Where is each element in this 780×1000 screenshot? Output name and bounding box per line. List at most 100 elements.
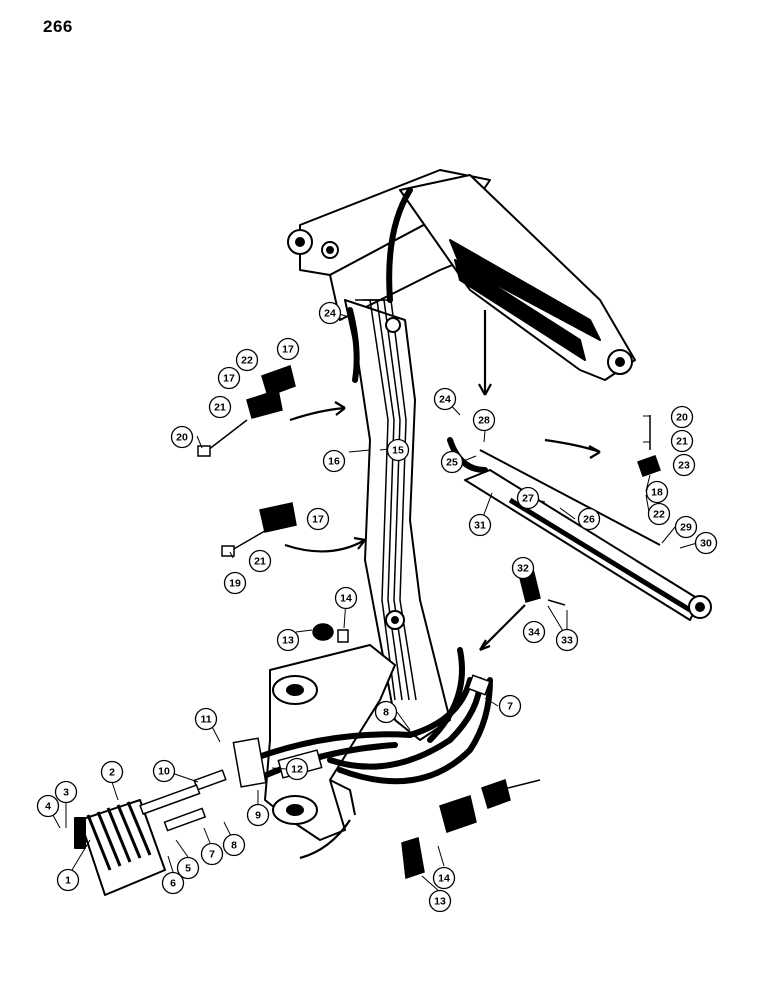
control-valve: [74, 799, 166, 896]
callout-number: 27: [522, 493, 534, 505]
callout-c20b: 20: [670, 405, 694, 429]
callout-number: 23: [678, 460, 690, 472]
callout-number: 29: [680, 522, 692, 534]
callout-c21b: 21: [248, 549, 272, 573]
callout-circle: [56, 868, 80, 892]
callout-number: 17: [312, 514, 324, 526]
callout-number: 12: [291, 764, 303, 776]
callout-c9: 9: [246, 803, 270, 827]
callout-circle: [208, 395, 232, 419]
callout-c28: 28: [472, 408, 496, 432]
hydraulic-hoses: [247, 187, 493, 785]
callout-circle: [670, 429, 694, 453]
callout-c32: 32: [511, 556, 535, 580]
clamp-parts: [197, 365, 661, 880]
swing-tower: [264, 644, 396, 841]
callout-circle: [511, 556, 535, 580]
leader-lines: [47, 313, 698, 893]
callout-c30: 30: [694, 531, 718, 555]
callout-circle: [248, 549, 272, 573]
callout-c16: 16: [322, 449, 346, 473]
callout-number: 14: [438, 873, 450, 885]
callout-circle: [555, 628, 579, 652]
flow-arrows: [284, 310, 601, 860]
callout-c33: 33: [555, 628, 579, 652]
callout-circle: [516, 486, 540, 510]
callout-c31: 31: [468, 513, 492, 537]
callout-circle: [217, 366, 241, 390]
callout-c2: 2: [100, 760, 124, 784]
callout-number: 13: [434, 896, 446, 908]
callout-c25: 25: [440, 450, 464, 474]
callout-circle: [100, 760, 124, 784]
callout-number: 15: [392, 445, 404, 457]
callout-circle: [318, 301, 342, 325]
callout-number: 24: [324, 308, 336, 320]
callout-number: 26: [583, 514, 595, 526]
callout-circle: [176, 856, 200, 880]
callout-number: 21: [214, 402, 226, 414]
callout-c3: 3: [54, 780, 78, 804]
callout-circle: [674, 515, 698, 539]
callout-number: 20: [676, 412, 688, 424]
callout-circle: [223, 571, 247, 595]
callout-number: 34: [528, 627, 540, 639]
callout-c22b: 22: [647, 502, 671, 526]
callout-circle: [498, 694, 522, 718]
callout-c18: 18: [645, 480, 669, 504]
callout-circle: [468, 513, 492, 537]
boom-cylinder: [464, 449, 712, 621]
callout-c23: 23: [672, 453, 696, 477]
callout-number: 30: [700, 538, 712, 550]
callout-number: 7: [507, 701, 513, 713]
callout-number: 8: [383, 707, 389, 719]
callout-number: 28: [478, 415, 490, 427]
callout-c21c: 21: [670, 429, 694, 453]
callout-c10: 10: [152, 759, 176, 783]
callout-number: 22: [653, 509, 665, 521]
callout-number: 7: [209, 849, 215, 861]
callout-c17b: 17: [217, 366, 241, 390]
callout-number: 21: [676, 436, 688, 448]
callout-c12: 12: [285, 757, 309, 781]
callout-circle: [200, 842, 224, 866]
callout-number: 33: [561, 635, 573, 647]
callout-circle: [440, 450, 464, 474]
callout-number: 32: [517, 563, 529, 575]
callout-c17c: 17: [306, 507, 330, 531]
callout-number: 8: [231, 840, 237, 852]
callout-circle: [161, 871, 185, 895]
callout-number: 20: [176, 432, 188, 444]
callout-circle: [374, 700, 398, 724]
callout-circle: [152, 759, 176, 783]
callout-number: 22: [241, 355, 253, 367]
page-number: 266: [43, 17, 73, 36]
callout-circle: [170, 425, 194, 449]
callout-number: 1: [65, 875, 71, 887]
callout-c5: 5: [176, 856, 200, 880]
callout-number: 5: [185, 863, 191, 875]
callout-c22a: 22: [235, 348, 259, 372]
callout-c6: 6: [161, 871, 185, 895]
dipper-stick: [344, 299, 451, 741]
callout-c15: 15: [386, 438, 410, 462]
callout-circle: [670, 405, 694, 429]
callout-circle: [235, 348, 259, 372]
callout-c21a: 21: [208, 395, 232, 419]
callout-number: 13: [282, 635, 294, 647]
callout-number: 2: [109, 767, 115, 779]
callout-c8a: 8: [374, 700, 398, 724]
callout-circle: [54, 780, 78, 804]
callout-circle: [306, 507, 330, 531]
callout-circle: [432, 866, 456, 890]
callout-c26: 26: [577, 507, 601, 531]
callout-circle: [386, 438, 410, 462]
callout-number: 31: [474, 520, 486, 532]
callout-c7b: 7: [200, 842, 224, 866]
callout-c4: 4: [36, 794, 60, 818]
callout-c14b: 14: [432, 866, 456, 890]
callout-circle: [433, 387, 457, 411]
callout-c24a: 24: [318, 301, 342, 325]
callout-c11: 11: [194, 707, 218, 731]
callout-circle: [672, 453, 696, 477]
